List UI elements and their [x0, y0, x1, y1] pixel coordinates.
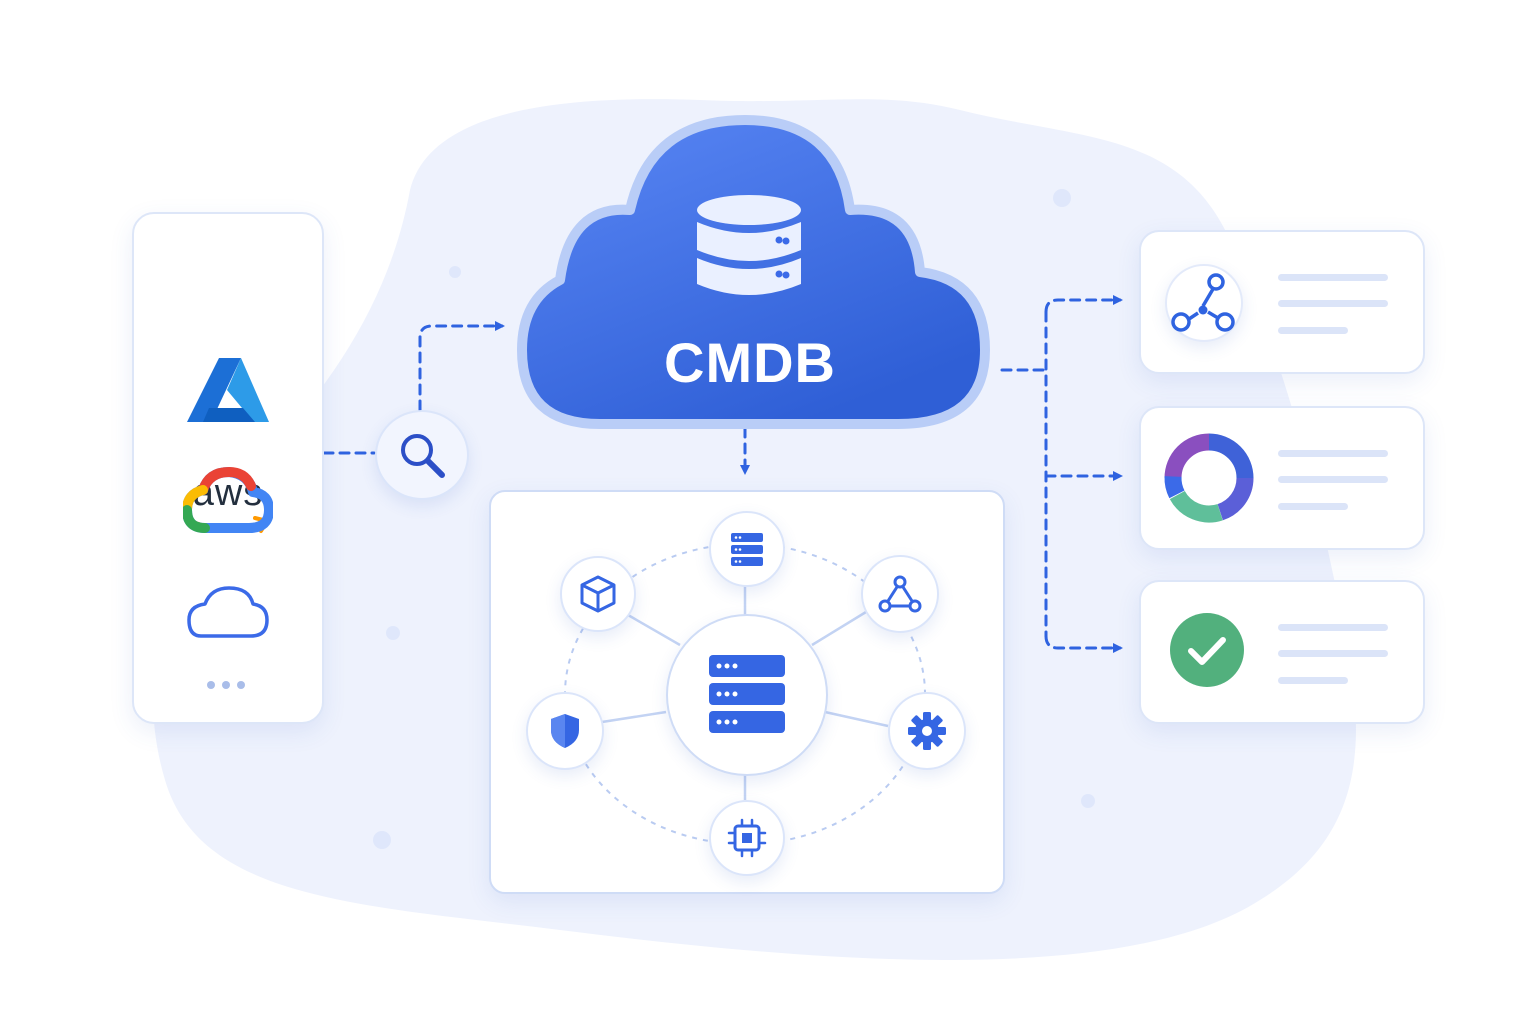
- search-icon: [401, 434, 445, 478]
- discovery-search-node[interactable]: [375, 410, 469, 500]
- link-right: [824, 710, 889, 728]
- output-card-topology[interactable]: [1139, 230, 1425, 374]
- database-icon: [697, 195, 801, 295]
- link-left: [601, 710, 667, 724]
- link-top-left: [627, 613, 681, 647]
- node-package[interactable]: [560, 556, 636, 632]
- hub-node[interactable]: [666, 614, 828, 776]
- text-placeholder-line: [1278, 650, 1388, 657]
- node-database[interactable]: [709, 511, 785, 587]
- connector-trunk: [1044, 295, 1123, 314]
- output-card-compliance[interactable]: [1139, 580, 1425, 724]
- decor-dot: [1081, 794, 1095, 808]
- node-network[interactable]: [861, 555, 939, 633]
- text-placeholder-line: [1278, 327, 1348, 334]
- cloud-outline-icon[interactable]: [183, 582, 273, 642]
- cmdb-label: CMDB: [664, 331, 836, 394]
- decor-dot: [1053, 189, 1071, 207]
- google-cloud-logo[interactable]: [183, 466, 273, 536]
- shield-icon: [551, 714, 579, 748]
- text-placeholder-line: [1278, 677, 1348, 684]
- gear-icon: [908, 712, 946, 750]
- decor-dot: [386, 626, 400, 640]
- check-circle-icon: [1170, 613, 1244, 687]
- donut-chart-icon: [1164, 433, 1254, 523]
- link-top-right: [811, 610, 867, 647]
- text-placeholder-line: [1278, 274, 1388, 281]
- decor-dot: [449, 266, 461, 278]
- chip-icon: [727, 818, 767, 858]
- node-settings[interactable]: [888, 692, 966, 770]
- connector-to-compliance: [1044, 634, 1123, 653]
- text-placeholder-line: [1278, 300, 1388, 307]
- node-security[interactable]: [526, 692, 604, 770]
- decor-dot: [373, 831, 391, 849]
- azure-logo[interactable]: [183, 356, 273, 426]
- text-placeholder-line: [1278, 476, 1388, 483]
- text-placeholder-line: [1278, 624, 1388, 631]
- connector-search-to-cmdb: [418, 321, 505, 412]
- output-card-analytics[interactable]: [1139, 406, 1425, 550]
- more-dots-icon[interactable]: [201, 678, 251, 692]
- text-placeholder-line: [1278, 503, 1348, 510]
- network-graph-icon: [1171, 273, 1235, 332]
- triangle-network-icon: [878, 575, 922, 613]
- network-graph-badge: [1165, 264, 1243, 342]
- database-icon: [731, 533, 763, 566]
- text-placeholder-line: [1278, 450, 1388, 457]
- node-hardware[interactable]: [709, 800, 785, 876]
- server-stack-icon: [709, 655, 785, 733]
- cube-icon: [580, 575, 616, 613]
